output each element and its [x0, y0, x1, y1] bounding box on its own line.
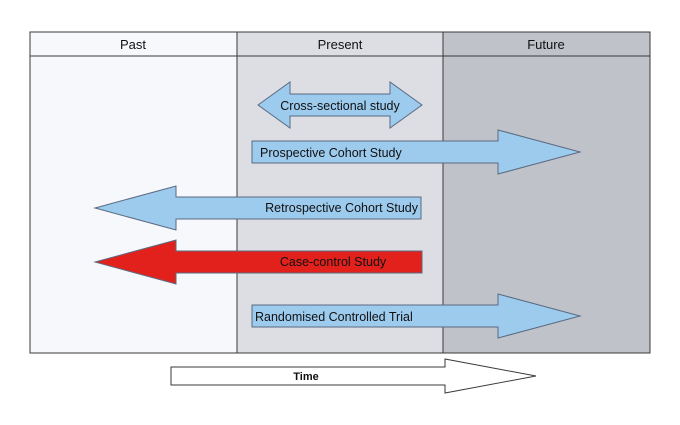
retrospective-cohort-study-arrow — [93, 185, 422, 231]
past-column — [30, 32, 237, 353]
table-border — [29, 31, 651, 354]
present-column — [237, 32, 443, 353]
retrospective-cohort-study-label: Retrospective Cohort Study — [265, 201, 419, 215]
cross-sectional-study-label: Cross-sectional study — [280, 99, 400, 113]
prospective-cohort-study-label: Prospective Cohort Study — [260, 146, 402, 160]
column-header-past: Past — [120, 37, 146, 52]
prospective-cohort-study-arrow — [251, 129, 582, 175]
future-column — [443, 32, 650, 353]
case-control-study-arrow — [93, 239, 423, 285]
case-control-study-label: Case-control Study — [280, 255, 387, 269]
randomised-controlled-trial-arrow — [251, 293, 582, 339]
column-header-future: Future — [527, 37, 565, 52]
time-axis-arrow — [170, 358, 537, 394]
column-header-present: Present — [318, 37, 363, 52]
cross-sectional-study-arrow — [257, 81, 423, 129]
randomised-controlled-trial-label: Randomised Controlled Trial — [255, 310, 413, 324]
time-axis-label: Time — [293, 371, 318, 383]
